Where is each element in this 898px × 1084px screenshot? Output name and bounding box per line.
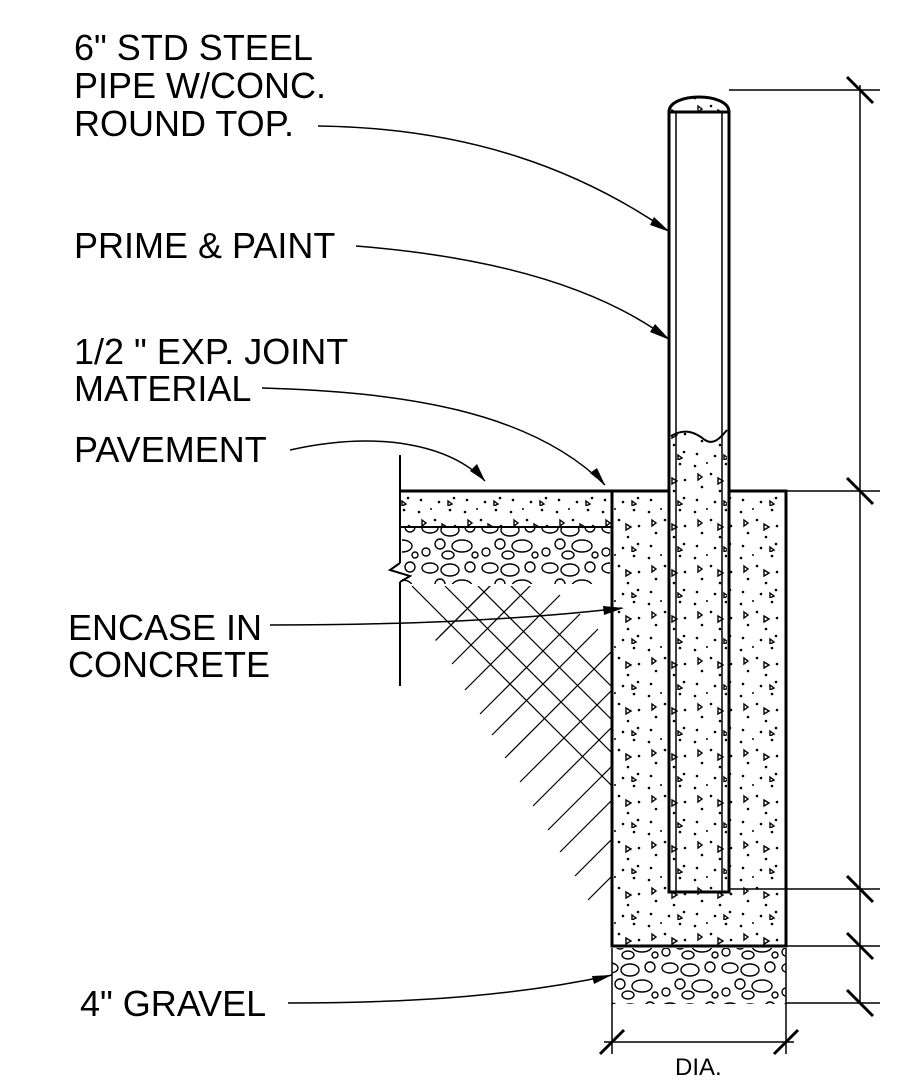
leader-pipe: [317, 125, 671, 233]
label-pavement: PAVEMENT: [74, 429, 267, 470]
dimension-line-vertical: [729, 85, 880, 1004]
label-paint: PRIME & PAINT: [74, 225, 335, 266]
leader-arrowheads: [470, 217, 670, 984]
pavement-slab: [399, 490, 613, 528]
label-encase-line2: CONCRETE: [68, 644, 270, 685]
dimension-line-dia: [604, 1004, 794, 1054]
label-dia: DIA.: [675, 1054, 722, 1081]
leader-pavement: [289, 440, 486, 482]
label-pipe-line2: PIPE W/CONC.: [74, 65, 326, 106]
label-encase-line1: ENCASE IN: [68, 607, 262, 648]
steel-pipe: [667, 110, 731, 894]
label-joint-line2: MATERIAL: [74, 368, 251, 409]
leader-paint: [355, 245, 671, 341]
round-concrete-top: [667, 95, 731, 114]
leader-encase: [269, 607, 623, 626]
subbase-gravel: [402, 528, 610, 584]
leader-gravel: [287, 974, 613, 1004]
leader-joint: [261, 387, 606, 486]
leader-lines: [261, 125, 671, 1004]
dimension-ticks: [845, 75, 875, 1018]
label-pipe-line1: 6" STD STEEL: [74, 27, 313, 68]
gravel-base: [612, 948, 786, 1004]
label-gravel: 4" GRAVEL: [80, 983, 266, 1024]
label-joint-line1: 1/2 " EXP. JOINT: [74, 331, 348, 372]
label-pipe-line3: ROUND TOP.: [74, 103, 294, 144]
soil-hatch: [411, 586, 612, 901]
